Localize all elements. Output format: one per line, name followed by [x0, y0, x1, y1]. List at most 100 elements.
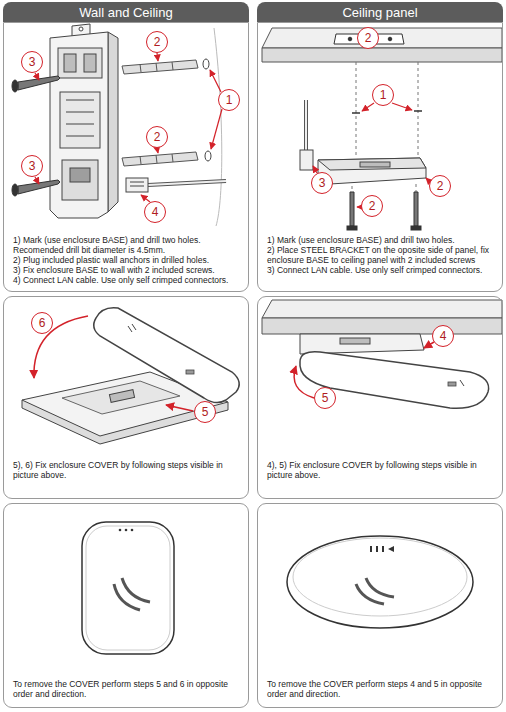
enclosure-base-part — [62, 160, 98, 200]
callout-number: 3 — [21, 155, 43, 177]
instruction-text: To remove the COVER perform steps 5 and … — [13, 679, 240, 699]
leader-lines-part — [313, 166, 317, 173]
enclosure-cover-part — [300, 352, 489, 408]
callout-number: 2 — [357, 27, 379, 49]
instruction-panel: 1) Mark (use enclosure BASE) and drill t… — [3, 22, 249, 292]
leader-lines-part — [210, 70, 221, 92]
ceiling-panel-part — [262, 28, 502, 48]
wall-wall-outline-part — [214, 28, 222, 226]
instruction-text: 5), 6) Fix enclosure COVER by following … — [13, 460, 240, 480]
enclosure-base-part — [318, 158, 426, 170]
wall-device-part — [82, 522, 174, 654]
callout-number: 2 — [146, 31, 168, 53]
wall-anchors-part — [122, 60, 198, 74]
instruction-panel: 4), 5) Fix enclosure COVER by following … — [257, 296, 503, 499]
ceiling-panel-part — [262, 48, 502, 62]
screws-part — [347, 226, 357, 230]
instruction-text: 3) Connect LAN cable. Use only self crim… — [267, 265, 494, 275]
callout-text: 3 — [29, 160, 36, 172]
instruction-panel: To remove the COVER perform steps 5 and … — [3, 503, 249, 708]
enclosure-base-part — [64, 54, 76, 72]
callout-number: 2 — [146, 126, 168, 148]
enclosure-cover-part — [186, 370, 194, 374]
leader-lines-part — [157, 148, 158, 153]
screws — [12, 76, 60, 196]
instruction-text-block: To remove the COVER perform steps 5 and … — [13, 679, 240, 699]
lan-cable-part — [130, 186, 144, 187]
enclosure-base-part — [50, 32, 108, 218]
drill-guides-part — [352, 186, 353, 192]
leader-lines-part — [362, 103, 374, 111]
callout-text: 2 — [154, 131, 161, 143]
enclosure-base — [300, 334, 424, 354]
ceiling-device-part — [388, 546, 394, 552]
lan-cable — [126, 178, 226, 192]
instruction-text: 2) Plug included plastic wall anchors in… — [13, 255, 240, 265]
screws-part — [18, 180, 60, 194]
enclosure-base-part — [108, 32, 118, 212]
instruction-text: 4) Connect LAN cable. Use only self crim… — [13, 275, 240, 285]
leader-lines-part — [211, 109, 222, 149]
lan-cable-part — [304, 100, 308, 150]
motion-arrows-part — [294, 366, 314, 398]
ceiling-device — [287, 536, 473, 628]
enclosure-base-part — [84, 54, 96, 72]
leader-lines-part — [35, 177, 39, 184]
ceiling-panel — [262, 28, 502, 62]
wall-holes — [203, 59, 211, 161]
wall-holes-part — [203, 59, 209, 69]
callout-text: 2 — [154, 36, 161, 48]
wall-anchors-part — [140, 64, 141, 72]
screws — [347, 192, 421, 230]
motion-arrows-part — [424, 342, 434, 348]
leader-lines-part — [35, 73, 39, 80]
screws-part — [12, 184, 18, 196]
enclosure-base — [50, 24, 118, 218]
callout-number: 6 — [31, 312, 53, 334]
callout-number: 3 — [311, 172, 333, 194]
hole-marks-part — [414, 110, 422, 112]
instruction-panel: 5), 6) Fix enclosure COVER by following … — [3, 296, 249, 499]
leader-lines-part — [141, 195, 150, 202]
wall-device — [82, 522, 174, 654]
wall-device-part — [131, 529, 134, 532]
leader-lines-part — [392, 103, 412, 110]
column-header: Ceiling panel — [257, 2, 503, 22]
wall-anchors-part — [156, 155, 157, 163]
ceiling-device-part — [370, 546, 372, 552]
drill-guides-part — [356, 62, 357, 158]
callout-number: 1 — [372, 84, 394, 106]
enclosure-base-part — [360, 162, 390, 167]
leader-lines — [35, 53, 222, 202]
motion-arrows — [294, 342, 434, 398]
callout-number: 3 — [21, 51, 43, 73]
ceiling-panel — [262, 300, 502, 334]
callout-number: 4 — [432, 325, 454, 347]
instruction-text: 1) Mark (use enclosure BASE) and drill t… — [267, 235, 494, 245]
enclosure-base-part — [318, 158, 426, 184]
instruction-panel: 1) Mark (use enclosure BASE) and drill t… — [257, 22, 503, 292]
instruction-text: To remove the COVER perform steps 4 and … — [267, 679, 494, 699]
instruction-text-block: To remove the COVER perform steps 4 and … — [267, 679, 494, 699]
lan-cable-part — [300, 150, 313, 170]
callout-number: 5 — [194, 401, 216, 423]
instruction-text: 4), 5) Fix enclosure COVER by following … — [267, 460, 494, 480]
screws-part — [12, 80, 18, 92]
instruction-text-block: 1) Mark (use enclosure BASE) and drill t… — [267, 235, 494, 275]
leader-lines — [313, 103, 430, 207]
instruction-text: 2) Place STEEL BRACKET on the oposite si… — [267, 245, 494, 265]
enclosure-cover-part — [448, 382, 456, 386]
screws-part — [414, 192, 418, 226]
enclosure-cover — [300, 352, 489, 408]
hole-marks-part — [352, 112, 360, 114]
wall-anchors-part — [156, 63, 157, 71]
enclosure-base-part — [58, 48, 102, 78]
header-text: Wall and Ceiling — [79, 5, 172, 20]
column-header: Wall and Ceiling — [3, 2, 249, 22]
callout-text: 2 — [369, 200, 376, 212]
screws-part — [350, 192, 354, 226]
callout-text: 6 — [39, 317, 46, 329]
ceiling-device-part — [376, 546, 378, 552]
